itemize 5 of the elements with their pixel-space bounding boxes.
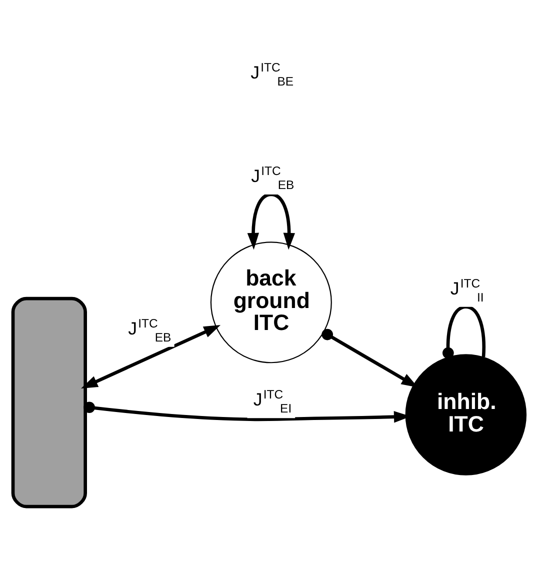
node-circle: inhib. ITC — [405, 354, 527, 476]
node-box — [11, 296, 87, 508]
connector — [442, 305, 486, 359]
arrow — [81, 324, 221, 389]
arrow — [247, 192, 296, 250]
